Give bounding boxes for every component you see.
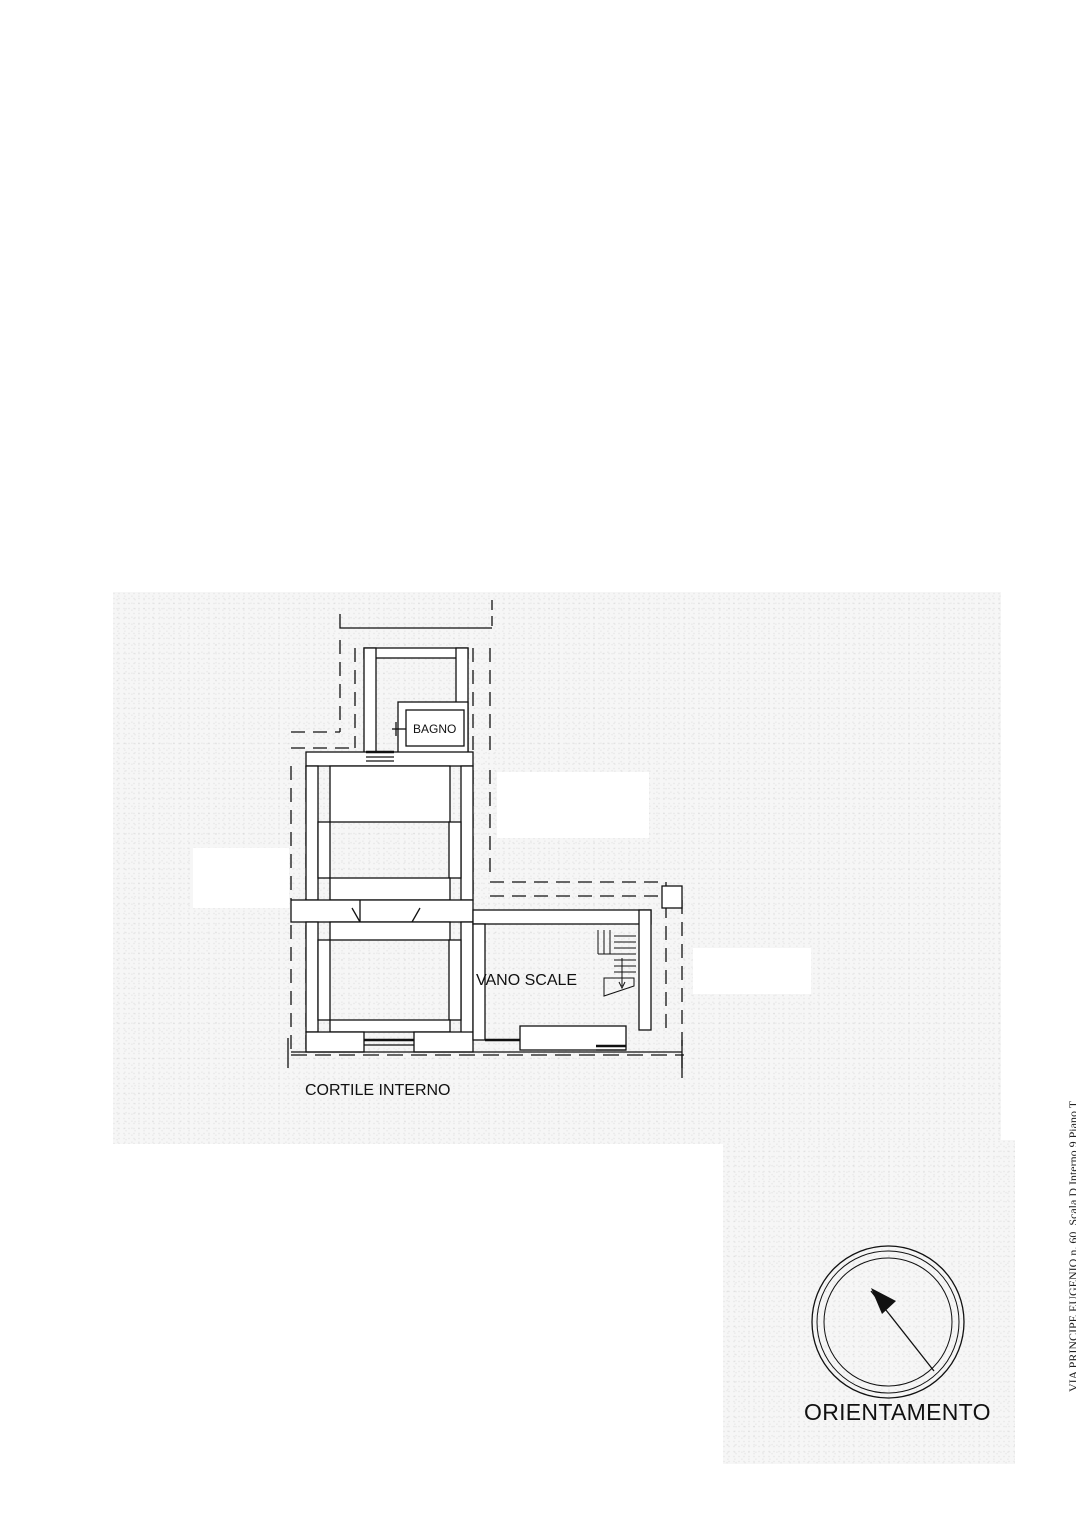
wall: [363, 647, 469, 659]
background-gap: [497, 772, 649, 838]
wall: [661, 885, 683, 909]
neighbour-boundary: [472, 770, 491, 895]
background-gap: [193, 848, 289, 908]
wall: [472, 923, 486, 1041]
wall-recess: [329, 765, 451, 823]
north-arrow-icon: [811, 1245, 965, 1399]
neighbour-boundary: [290, 766, 307, 900]
background-gap: [693, 948, 811, 994]
wall: [413, 1031, 474, 1053]
neighbour-boundary: [490, 881, 665, 897]
neighbour-boundary: [665, 882, 683, 1075]
wall: [472, 909, 652, 925]
wall-recess: [329, 877, 451, 901]
wall: [305, 1031, 365, 1053]
neighbour-boundary: [291, 731, 355, 749]
neighbour-boundary: [339, 640, 356, 748]
neighbour-boundary: [472, 648, 491, 752]
wall: [305, 765, 319, 901]
compass-background: [723, 1140, 1015, 1464]
wall: [448, 939, 462, 1021]
room-label-bathroom: BAGNO: [413, 722, 457, 736]
wall-recess: [329, 921, 451, 941]
wall: [305, 751, 474, 767]
wall: [448, 821, 462, 879]
wall: [363, 647, 377, 755]
staircase: [597, 930, 636, 997]
wall: [305, 921, 319, 1033]
wall: [638, 909, 652, 1031]
wall: [460, 921, 474, 1041]
address-caption: VIA PRINCIPE EUGENIO n. 60, Scala D Inte…: [1066, 1101, 1076, 1392]
door-mark: [351, 907, 421, 923]
wall: [317, 939, 331, 1021]
plan-background: [113, 592, 1001, 1144]
neighbour-boundary: [290, 925, 307, 1055]
courtyard-label: CORTILE INTERNO: [305, 1082, 451, 1099]
wall: [460, 765, 474, 901]
room-label-stairwell: VANO SCALE: [476, 972, 578, 989]
wall: [290, 899, 474, 923]
compass-label: ORIENTAMENTO: [804, 1399, 991, 1425]
property-line: [339, 614, 492, 629]
wall: [317, 821, 331, 879]
wall-recess: [329, 1019, 451, 1033]
bathroom-room: [405, 709, 465, 747]
